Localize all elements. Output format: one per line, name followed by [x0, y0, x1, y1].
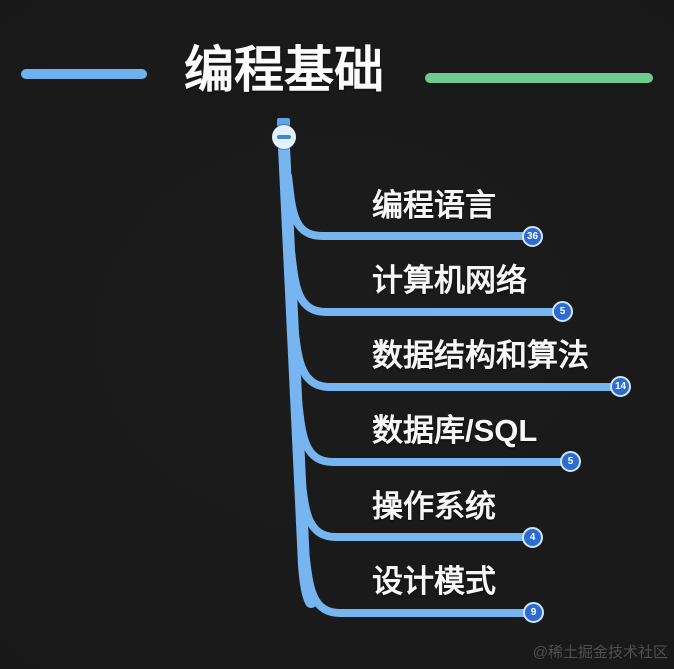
child-count-badge[interactable]: 4: [522, 527, 543, 548]
watermark-text: @稀土掘金技术社区: [532, 644, 668, 661]
title-accent-line-blue: [21, 69, 147, 79]
child-count-badge[interactable]: 14: [610, 376, 631, 397]
branch-curve-6: [301, 547, 535, 617]
branch-node-operating-systems[interactable]: 操作系统: [372, 489, 496, 524]
title-accent-line-green: [425, 73, 653, 83]
root-stub-connector: [277, 118, 290, 127]
child-count-badge[interactable]: 5: [552, 301, 573, 322]
collapse-toggle-button[interactable]: [272, 125, 296, 149]
child-count-badge[interactable]: 9: [523, 602, 544, 623]
branch-node-database-sql[interactable]: 数据库/SQL: [372, 413, 538, 448]
root-node-title[interactable]: 编程基础: [184, 42, 384, 98]
branch-curve-4: [294, 397, 570, 466]
branch-curve-3: [290, 322, 620, 391]
minus-icon: [277, 135, 291, 139]
branch-node-data-structures-algorithms[interactable]: 数据结构和算法: [372, 338, 589, 373]
child-count-badge[interactable]: 36: [522, 226, 543, 247]
child-count-badge[interactable]: 5: [560, 451, 581, 472]
branch-curve-2: [287, 247, 563, 316]
branch-curve-1: [284, 172, 533, 240]
branch-curve-5: [297, 472, 534, 541]
branch-node-design-patterns[interactable]: 设计模式: [372, 564, 496, 599]
branch-node-programming-languages[interactable]: 编程语言: [372, 188, 496, 223]
branch-node-computer-networks[interactable]: 计算机网络: [372, 263, 527, 298]
